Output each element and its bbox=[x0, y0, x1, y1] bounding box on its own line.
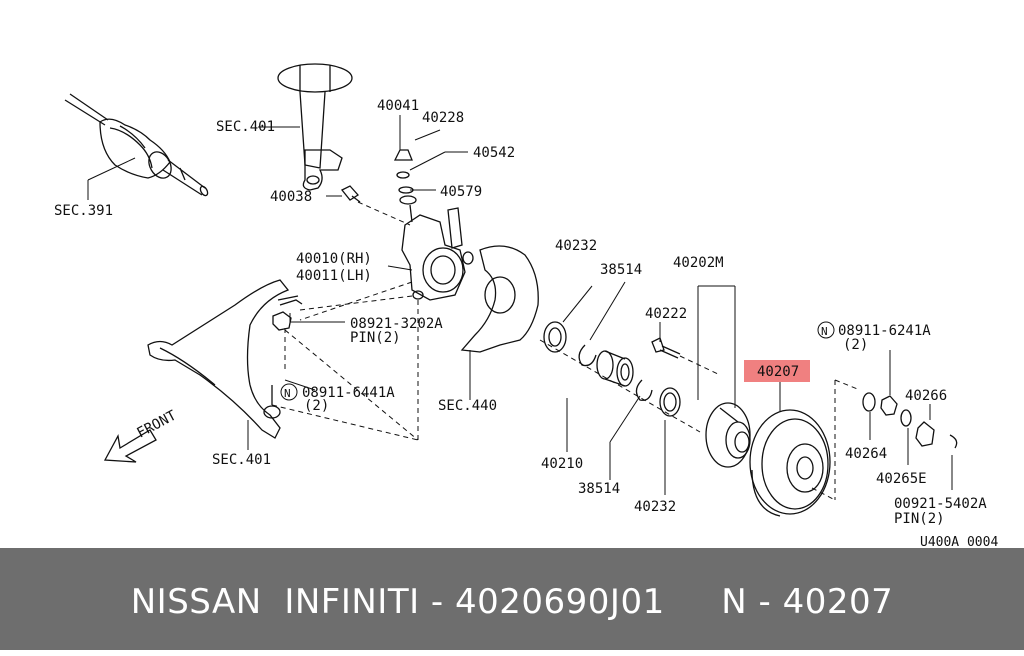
n-symbol-letter: N bbox=[821, 325, 828, 338]
label-sec391: SEC.391 bbox=[54, 203, 113, 219]
label-40228: 40228 bbox=[422, 110, 464, 126]
rotor-drawing bbox=[749, 409, 831, 517]
parts-diagram: SEC.401 SEC.391 40041 40228 40542 40579 … bbox=[54, 63, 998, 550]
label-40579: 40579 bbox=[440, 184, 482, 200]
ball-joint-parts-drawing bbox=[393, 149, 417, 223]
hub-bolt-drawing bbox=[651, 337, 681, 359]
label-pin2-a: PIN(2) bbox=[350, 330, 401, 346]
label-38514-bottom: 38514 bbox=[578, 481, 620, 497]
label-40210: 40210 bbox=[541, 456, 583, 472]
label-40038: 40038 bbox=[270, 189, 312, 205]
label-sec401-bottom: SEC.401 bbox=[212, 452, 271, 468]
label-40207: 40207 bbox=[757, 364, 799, 380]
exploded-view-svg: SEC.401 SEC.391 40041 40228 40542 40579 … bbox=[54, 63, 998, 550]
label-40542: 40542 bbox=[473, 145, 515, 161]
label-40266: 40266 bbox=[905, 388, 947, 404]
seal-40232-top-drawing bbox=[543, 321, 567, 353]
label-40011: 40011(LH) bbox=[296, 268, 372, 284]
label-qty2-b: (2) bbox=[843, 337, 868, 353]
label-40232-bottom: 40232 bbox=[634, 499, 676, 515]
label-pin2-b: PIN(2) bbox=[894, 511, 945, 527]
nut-washer-drawing bbox=[862, 392, 958, 449]
label-40041: 40041 bbox=[377, 98, 419, 114]
label-08911-6241: 08911-6241A bbox=[838, 323, 931, 339]
label-40222: 40222 bbox=[645, 306, 687, 322]
label-00921: 00921-5402A bbox=[894, 496, 987, 512]
label-qty2-a: (2) bbox=[304, 398, 329, 414]
n-symbol-letter: N bbox=[284, 387, 291, 400]
label-08921: 08921-3202A bbox=[350, 316, 443, 332]
strut-drawing bbox=[277, 63, 353, 191]
banner-text: NISSAN INFINITI - 4020690J01 N - 40207 bbox=[130, 582, 894, 622]
drive-shaft-drawing bbox=[64, 93, 209, 197]
label-40232-top: 40232 bbox=[555, 238, 597, 254]
label-sec401-top: SEC.401 bbox=[216, 119, 275, 135]
label-08911-6441: 08911-6441A bbox=[302, 385, 395, 401]
label-40202m: 40202M bbox=[673, 255, 724, 271]
front-arrow-icon bbox=[103, 429, 157, 463]
label-front: FRONT bbox=[134, 407, 179, 441]
highlight-box-40207 bbox=[744, 360, 810, 382]
bolt-40038-drawing bbox=[340, 185, 361, 203]
n-symbol-icon bbox=[280, 383, 298, 401]
diagram-code: U400A 0004 bbox=[920, 535, 998, 548]
label-40265e: 40265E bbox=[876, 471, 927, 487]
seal-40232-bottom-drawing bbox=[659, 387, 681, 417]
label-38514-top: 38514 bbox=[600, 262, 642, 278]
n-symbol-icon bbox=[817, 321, 835, 339]
label-sec440: SEC.440 bbox=[438, 398, 497, 414]
knuckle-drawing bbox=[401, 207, 474, 301]
snap-ring-top-drawing bbox=[578, 344, 597, 367]
lower-arm-drawing bbox=[147, 279, 290, 439]
bearing-drawing bbox=[596, 350, 634, 387]
label-40010: 40010(RH) bbox=[296, 251, 372, 267]
backing-plate-drawing bbox=[460, 245, 539, 353]
pin-nut-drawing bbox=[272, 295, 303, 331]
label-40264: 40264 bbox=[845, 446, 887, 462]
part-number-banner: NISSAN INFINITI - 4020690J01 N - 40207 bbox=[0, 548, 1024, 650]
snap-ring-bottom-drawing bbox=[635, 379, 653, 401]
hub-drawing bbox=[705, 402, 751, 468]
